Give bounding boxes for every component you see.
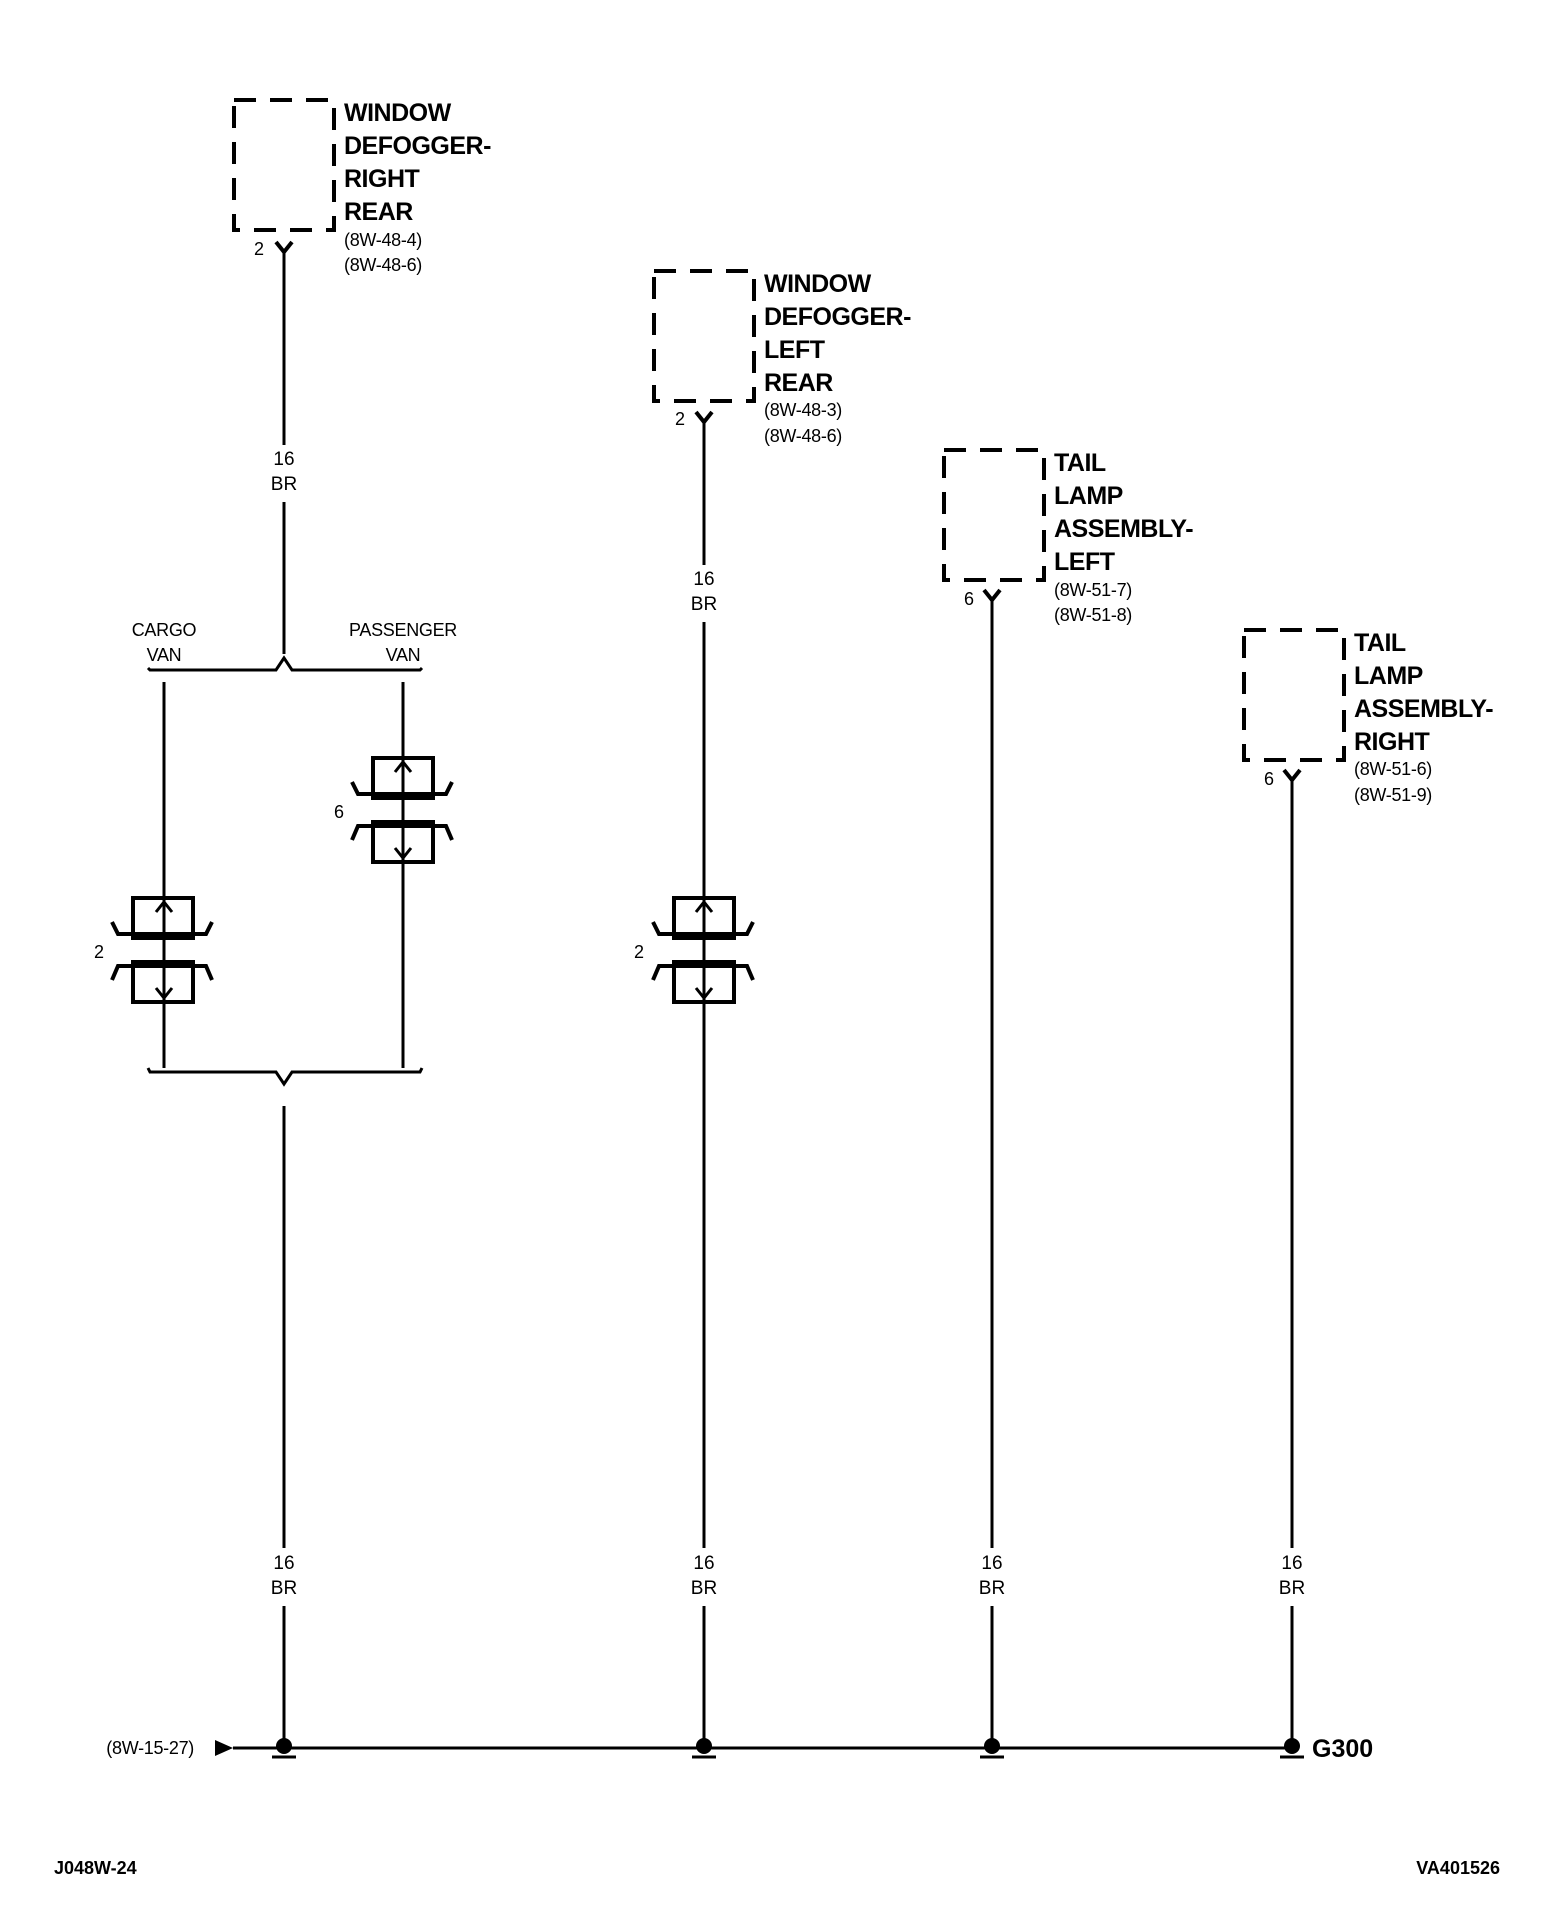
ground-name: G300	[1312, 1735, 1373, 1763]
component-defogger-right-rear: WINDOW DEFOGGER- RIGHT REAR (8W-48-4) (8…	[232, 98, 492, 275]
branch-join-bracket	[146, 1067, 424, 1087]
branch-label: PASSENGER	[349, 620, 457, 640]
component-name-line: RIGHT	[1354, 728, 1430, 756]
component-name-line: WINDOW	[344, 99, 452, 127]
pin-number: 2	[634, 942, 644, 962]
branch-label: VAN	[147, 645, 182, 665]
wire-color: BR	[271, 474, 297, 495]
wire-gauge: 16	[273, 449, 294, 470]
wire-color: BR	[691, 1578, 717, 1599]
branch-label: CARGO	[132, 620, 197, 640]
component-name-line: LAMP	[1054, 482, 1123, 510]
wire-tail-lamp-right: 16 BR	[1279, 778, 1305, 1742]
component-defogger-left-rear: WINDOW DEFOGGER- LEFT REAR (8W-48-3) (8W…	[652, 269, 912, 446]
inline-connector-left-defogger: 2	[634, 896, 755, 1004]
component-name-line: REAR	[764, 369, 833, 397]
wire-color: BR	[271, 1578, 297, 1599]
inline-connector-cargo: 2	[94, 896, 214, 1004]
wire-tail-lamp-left: 16 BR	[979, 598, 1005, 1742]
component-name-line: LEFT	[764, 336, 825, 364]
component-name-line: ASSEMBLY-	[1354, 695, 1493, 723]
wire-color: BR	[1279, 1578, 1305, 1599]
component-name-line: WINDOW	[764, 270, 872, 298]
splice-node	[692, 1738, 716, 1759]
component-ref: (8W-51-6)	[1354, 759, 1432, 779]
splice-node	[980, 1738, 1004, 1759]
splice-node	[272, 1738, 296, 1759]
wire-color: BR	[979, 1578, 1005, 1599]
component-tail-lamp-right: TAIL LAMP ASSEMBLY- RIGHT (8W-51-6) (8W-…	[1242, 628, 1494, 805]
component-ref: (8W-51-7)	[1054, 580, 1132, 600]
component-name-line: ASSEMBLY-	[1054, 515, 1193, 543]
component-ref: (8W-48-6)	[344, 255, 422, 275]
branch-split-bracket	[146, 655, 424, 672]
component-name-line: RIGHT	[344, 165, 420, 193]
pin-number: 2	[94, 942, 104, 962]
component-tail-lamp-left: TAIL LAMP ASSEMBLY- LEFT (8W-51-7) (8W-5…	[942, 448, 1194, 625]
component-name-line: LAMP	[1354, 662, 1423, 690]
ground-bus: (8W-15-27) G300	[106, 1735, 1373, 1763]
pin-number: 6	[964, 589, 974, 609]
pin-number: 6	[1264, 769, 1274, 789]
branch-label: VAN	[386, 645, 421, 665]
component-ref: (8W-51-8)	[1054, 605, 1132, 625]
component-name-line: TAIL	[1054, 449, 1106, 477]
component-box	[1242, 628, 1346, 762]
component-box	[232, 98, 336, 232]
pin-number: 2	[254, 239, 264, 259]
footer-left-code: J048W-24	[54, 1858, 137, 1878]
component-box	[942, 448, 1046, 582]
footer-right-code: VA401526	[1416, 1858, 1500, 1878]
component-ref: (8W-51-9)	[1354, 785, 1432, 805]
component-ref: (8W-48-4)	[344, 230, 422, 250]
wire-gauge: 16	[693, 1553, 714, 1574]
wire-gauge: 16	[1281, 1553, 1302, 1574]
pin-number: 2	[675, 409, 685, 429]
inline-connector-passenger: 6	[334, 756, 454, 864]
wire-defogger-right: 16 BR CARGO VAN PASSENGER VAN 2	[94, 250, 458, 1742]
component-name-line: REAR	[344, 198, 413, 226]
component-name-line: LEFT	[1054, 548, 1115, 576]
wire-gauge: 16	[273, 1553, 294, 1574]
wire-defogger-left: 16 BR 2 16 BR	[634, 420, 755, 1742]
component-name-line: DEFOGGER-	[764, 303, 911, 331]
component-name-line: TAIL	[1354, 629, 1406, 657]
pin-number: 6	[334, 802, 344, 822]
component-name-line: DEFOGGER-	[344, 132, 491, 160]
wire-color: BR	[691, 594, 717, 615]
component-ref: (8W-48-6)	[764, 426, 842, 446]
ground-ref: (8W-15-27)	[106, 1738, 194, 1758]
arrow-right-icon	[215, 1740, 233, 1756]
wire-gauge: 16	[981, 1553, 1002, 1574]
wire-gauge: 16	[693, 569, 714, 590]
component-ref: (8W-48-3)	[764, 400, 842, 420]
ground-point-icon	[1280, 1738, 1304, 1759]
component-box	[652, 269, 756, 403]
